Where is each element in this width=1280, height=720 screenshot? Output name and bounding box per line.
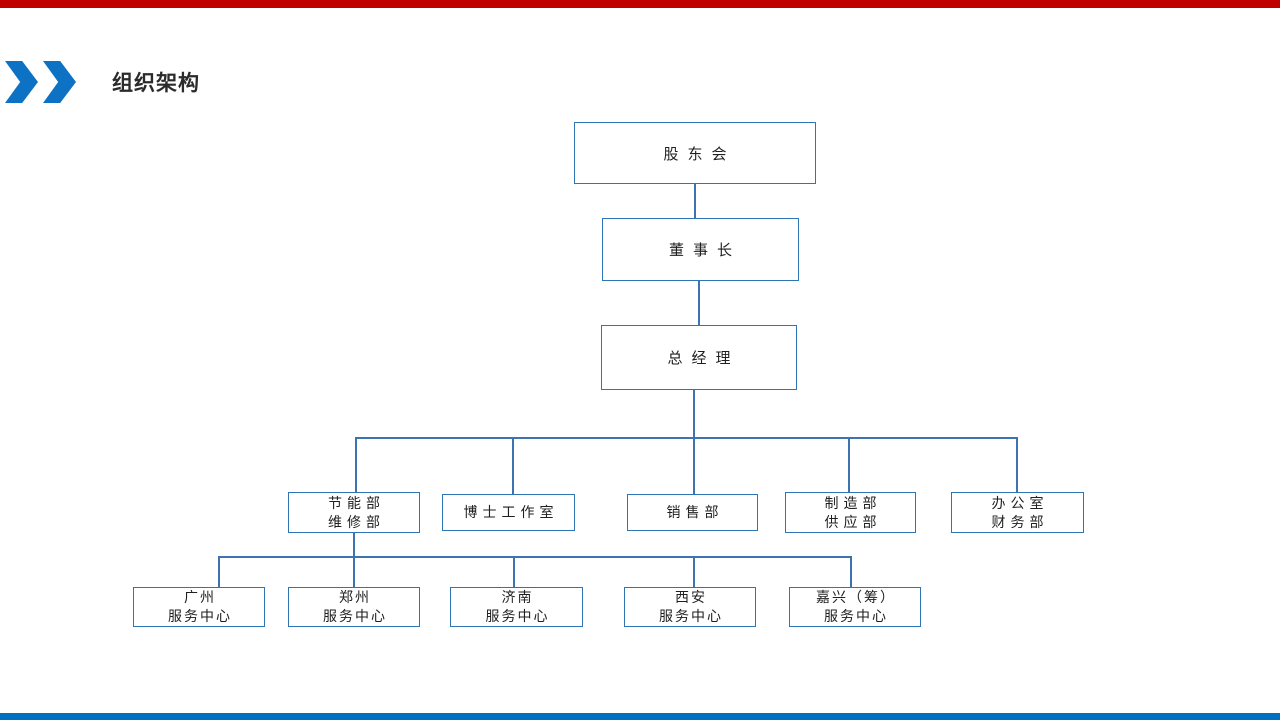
org-box-label: 西安 bbox=[675, 589, 707, 605]
connector-line bbox=[693, 556, 695, 587]
org-box-service-center: 西安 服务中心 bbox=[624, 587, 756, 627]
connector-line bbox=[218, 556, 851, 558]
org-box-department: 制造部 供应部 bbox=[785, 492, 916, 533]
org-box-label: 博士工作室 bbox=[463, 504, 559, 520]
slide-header: 组织架构 bbox=[5, 61, 200, 103]
org-box-label: 制造部 bbox=[824, 494, 882, 511]
org-box-chairman: 董事长 bbox=[602, 218, 799, 281]
chevron-right-icon bbox=[43, 61, 76, 103]
connector-line bbox=[848, 437, 850, 492]
org-box-label: 服务中心 bbox=[824, 608, 888, 624]
org-box-department: 办公室 财务部 bbox=[951, 492, 1084, 533]
org-box-label: 销售部 bbox=[666, 504, 724, 520]
connector-line bbox=[513, 556, 515, 587]
org-box-label: 服务中心 bbox=[168, 608, 232, 624]
top-accent-bar bbox=[0, 0, 1280, 8]
org-box-label: 郑州 bbox=[339, 589, 371, 605]
org-box-label: 供应部 bbox=[824, 513, 882, 530]
slide-title: 组织架构 bbox=[112, 72, 200, 95]
org-box-service-center: 嘉兴（筹） 服务中心 bbox=[789, 587, 921, 627]
org-box-shareholders: 股东会 bbox=[574, 122, 816, 184]
org-box-service-center: 郑州 服务中心 bbox=[288, 587, 420, 627]
org-box-label: 嘉兴（筹） bbox=[816, 589, 896, 605]
connector-line bbox=[693, 390, 695, 494]
connector-line bbox=[355, 437, 357, 493]
org-box-label: 济南 bbox=[501, 589, 534, 605]
connector-line bbox=[512, 437, 514, 494]
org-box-label: 节能部 bbox=[328, 494, 385, 511]
bottom-accent-bar bbox=[0, 713, 1280, 720]
org-box-label: 股东会 bbox=[663, 145, 736, 163]
org-box-label: 办公室 bbox=[991, 494, 1049, 511]
org-box-label: 服务中心 bbox=[323, 608, 387, 624]
org-box-label: 总经理 bbox=[667, 350, 740, 367]
org-box-label: 广州 bbox=[184, 589, 216, 605]
org-box-label: 服务中心 bbox=[659, 608, 723, 624]
connector-line bbox=[218, 556, 220, 587]
org-box-service-center: 广州 服务中心 bbox=[133, 587, 265, 627]
org-box-label: 服务中心 bbox=[485, 608, 550, 624]
org-box-service-center: 济南 服务中心 bbox=[450, 587, 583, 627]
title-chevrons bbox=[5, 61, 76, 103]
org-box-label: 财务部 bbox=[991, 513, 1049, 530]
org-box-department: 节能部 维修部 bbox=[288, 492, 420, 533]
org-box-department: 销售部 bbox=[627, 494, 758, 531]
connector-line bbox=[1016, 437, 1018, 492]
org-box-general-manager: 总经理 bbox=[601, 325, 797, 390]
chevron-right-icon bbox=[5, 61, 38, 103]
org-box-department: 博士工作室 bbox=[442, 494, 575, 531]
connector-line bbox=[353, 533, 355, 587]
connector-line bbox=[694, 184, 696, 218]
connector-line bbox=[850, 556, 852, 587]
org-box-label: 董事长 bbox=[668, 242, 741, 259]
connector-line bbox=[355, 437, 1017, 439]
org-box-label: 维修部 bbox=[328, 513, 385, 530]
connector-line bbox=[698, 281, 700, 325]
